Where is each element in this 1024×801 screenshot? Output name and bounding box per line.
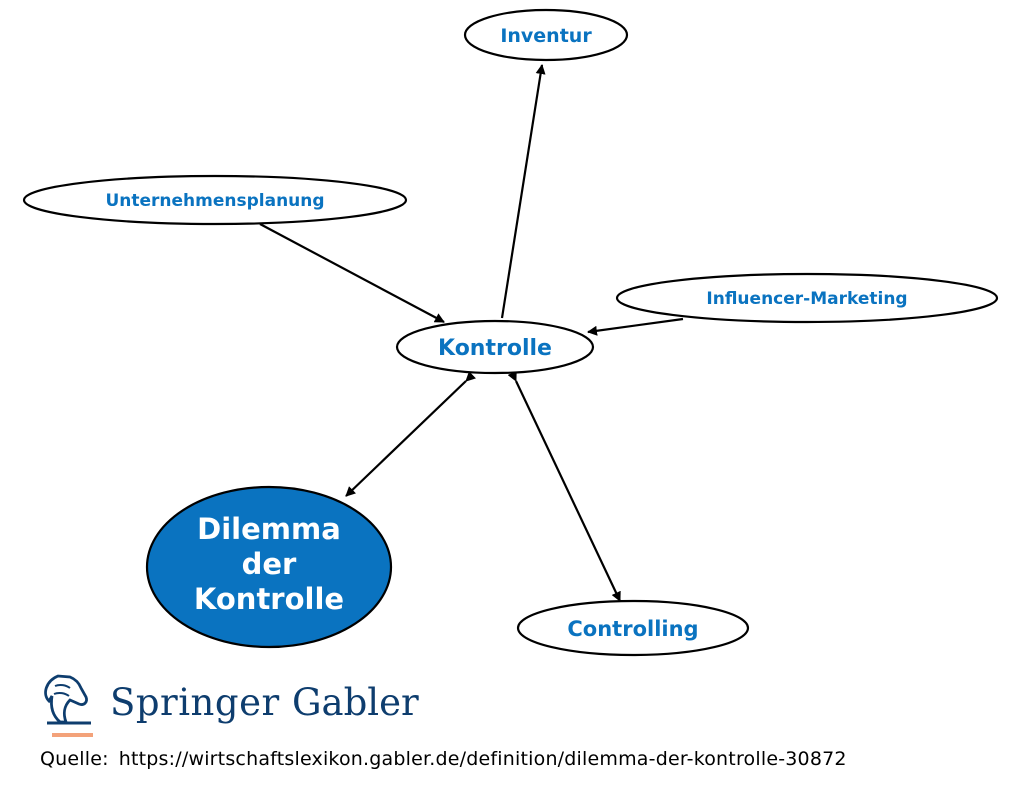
edge-unternehmensplanung-kontrolle — [259, 223, 445, 323]
node-kontrolle: Kontrolle — [395, 319, 595, 375]
node-dilemma-der-kontrolle: Dilemma der Kontrolle — [145, 485, 393, 649]
edge-kontrolle-controlling — [507, 370, 621, 602]
node-unternehmensplanung-label: Unternehmensplanung — [105, 191, 324, 211]
node-inventur-label: Inventur — [500, 25, 592, 47]
node-inventur: Inventur — [463, 8, 629, 62]
brand-gabler: Gabler — [292, 681, 419, 724]
source-line: Quelle: https://wirtschaftslexikon.gabler… — [40, 748, 857, 770]
node-influencer-marketing-label: Influencer-Marketing — [706, 289, 907, 309]
node-kontrolle-label: Kontrolle — [438, 336, 552, 361]
node-dilemma-label-line3: Kontrolle — [194, 582, 344, 616]
node-dilemma-label-line1: Dilemma — [197, 512, 341, 546]
edge-kontrolle-inventur — [500, 64, 546, 319]
knight-chess-icon — [44, 674, 93, 737]
source-label: Quelle: — [40, 748, 109, 770]
brand-springer: Springer — [110, 681, 280, 724]
source-url[interactable]: https://wirtschaftslexikon.gabler.de/def… — [118, 748, 847, 770]
node-influencer-marketing: Influencer-Marketing — [615, 272, 999, 324]
edge-influencer-kontrolle — [587, 317, 684, 336]
node-controlling-label: Controlling — [567, 617, 698, 641]
node-unternehmensplanung: Unternehmensplanung — [22, 174, 408, 226]
edge-kontrolle-dilemma — [345, 371, 476, 497]
node-controlling: Controlling — [516, 599, 750, 657]
node-dilemma-label-line2: der — [242, 547, 297, 581]
